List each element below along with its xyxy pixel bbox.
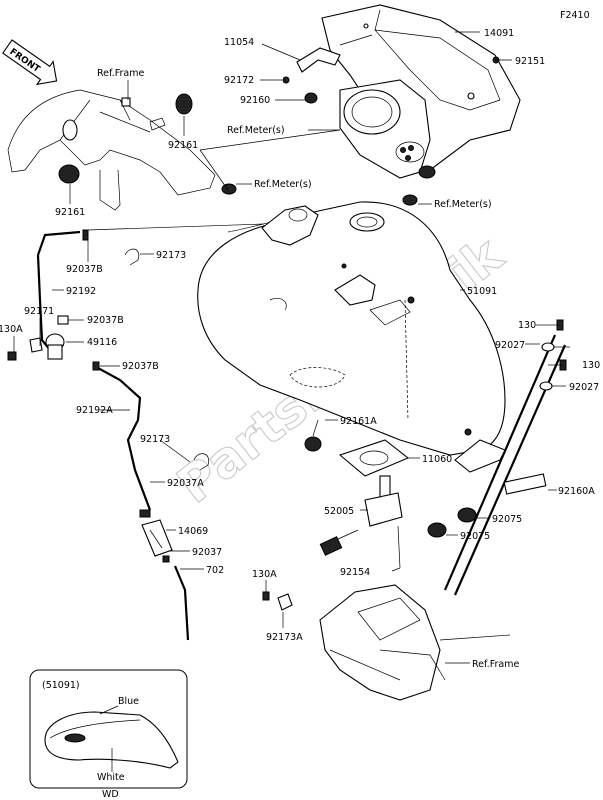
callout-14069: 14069 (178, 526, 208, 537)
callout-92037B-a: 92037B (66, 264, 103, 275)
rubber-cushion-92161-a (175, 93, 193, 115)
clip-92037B-c (92, 361, 100, 371)
callout-92161-a: 92161 (168, 140, 198, 151)
inset-note: WD (102, 789, 119, 800)
bracket-11054 (296, 47, 341, 73)
callout-49116: 49116 (87, 337, 117, 348)
fuel-tank-51091 (197, 201, 506, 456)
callout-702: 702 (206, 565, 224, 576)
callout-130-a: 130 (518, 320, 536, 331)
inset-color-white: White (97, 772, 125, 783)
callout-92075-b: 92075 (460, 531, 490, 542)
callout-ref-frame-1: Ref.Frame (97, 68, 144, 79)
washer-92027-a (541, 342, 555, 352)
color-variant-inset: (51091) Blue White (29, 669, 188, 789)
screw-130A-b (262, 591, 270, 601)
bolt-130-a (545, 319, 564, 331)
clamp-92173A (277, 593, 293, 611)
pad-92160A (503, 473, 547, 495)
meter-assembly (339, 79, 436, 179)
hose-92192 (36, 230, 81, 351)
callout-92027-b: 92027 (569, 382, 599, 393)
callout-92075-a: 92075 (492, 514, 522, 525)
fuel-pump-52005 (319, 439, 410, 569)
callout-92151: 92151 (515, 56, 545, 67)
callout-92172: 92172 (224, 75, 254, 86)
callout-92173-a: 92173 (156, 250, 186, 261)
clamp-92173-a (124, 248, 140, 266)
cushion-92161A (304, 436, 322, 452)
callout-92160: 92160 (240, 95, 270, 106)
damper-92075-a (457, 507, 477, 523)
valve-49116 (45, 333, 65, 360)
callout-130A-b: 130A (252, 569, 277, 580)
callout-52005: 52005 (324, 506, 354, 517)
callout-130-b: 130 (582, 360, 600, 371)
clip-92037B-a (82, 229, 89, 241)
clip-92037B-b (57, 315, 69, 325)
frame-top-left (7, 89, 216, 211)
callout-92027-a: 92027 (495, 340, 525, 351)
callout-92037: 92037 (192, 547, 222, 558)
callout-92161-b: 92161 (55, 207, 85, 218)
frame-bottom-right (319, 584, 511, 701)
leader-lines (13, 31, 570, 664)
callout-14091: 14091 (484, 28, 514, 39)
hose-702 (173, 565, 190, 641)
callout-92173A: 92173A (266, 632, 303, 643)
callout-92154: 92154 (340, 567, 370, 578)
screw-130A-a (7, 351, 17, 361)
callout-92192A: 92192A (76, 405, 113, 416)
grommet-meter-right (402, 194, 418, 206)
callout-92160A: 92160A (558, 486, 595, 497)
callout-labels: 14091 11054 92151 92172 92160 Ref.Meter(… (0, 28, 600, 670)
frame-tube (443, 334, 557, 591)
callout-11060: 11060 (422, 454, 452, 465)
washer-92027-b (539, 381, 553, 391)
hose-92192A (97, 367, 152, 511)
clip-92037 (162, 555, 170, 563)
fuel-filter-14069 (141, 519, 173, 557)
callout-130A-a: 130A (0, 324, 23, 335)
screw-92172 (282, 76, 290, 84)
grommet-meter-left (221, 183, 237, 195)
bolt-130-b (548, 359, 567, 371)
damper-92075-b (427, 522, 447, 538)
meter-cover-14091 (321, 4, 521, 171)
inset-part-ref: (51091) (42, 680, 80, 691)
callout-92192: 92192 (66, 286, 96, 297)
callout-92037B-c: 92037B (122, 361, 159, 372)
callout-ref-meters-3: Ref.Meter(s) (434, 199, 492, 210)
clip-92037A (139, 509, 151, 518)
callout-51091: 51091 (467, 286, 497, 297)
callout-ref-frame-2: Ref.Frame (472, 659, 519, 670)
front-arrow-icon: FRONT (2, 39, 58, 86)
callout-92161A: 92161A (340, 416, 377, 427)
callout-ref-meters-1: Ref.Meter(s) (227, 125, 285, 136)
diagram-code: F2410 (560, 10, 590, 21)
callout-11054: 11054 (224, 37, 254, 48)
callout-92037B-b: 92037B (87, 315, 124, 326)
callout-92173-b: 92173 (140, 434, 170, 445)
grommet-92160 (304, 92, 318, 104)
clamp-92173-b (193, 453, 210, 471)
callout-92171: 92171 (24, 306, 54, 317)
inset-color-blue: Blue (118, 696, 139, 707)
tank-rear-bracket (454, 439, 506, 473)
callout-ref-meters-2: Ref.Meter(s) (254, 179, 312, 190)
callout-92037A: 92037A (167, 478, 204, 489)
rubber-cushion-92161-b (58, 164, 80, 184)
clamp-92171 (29, 337, 43, 353)
